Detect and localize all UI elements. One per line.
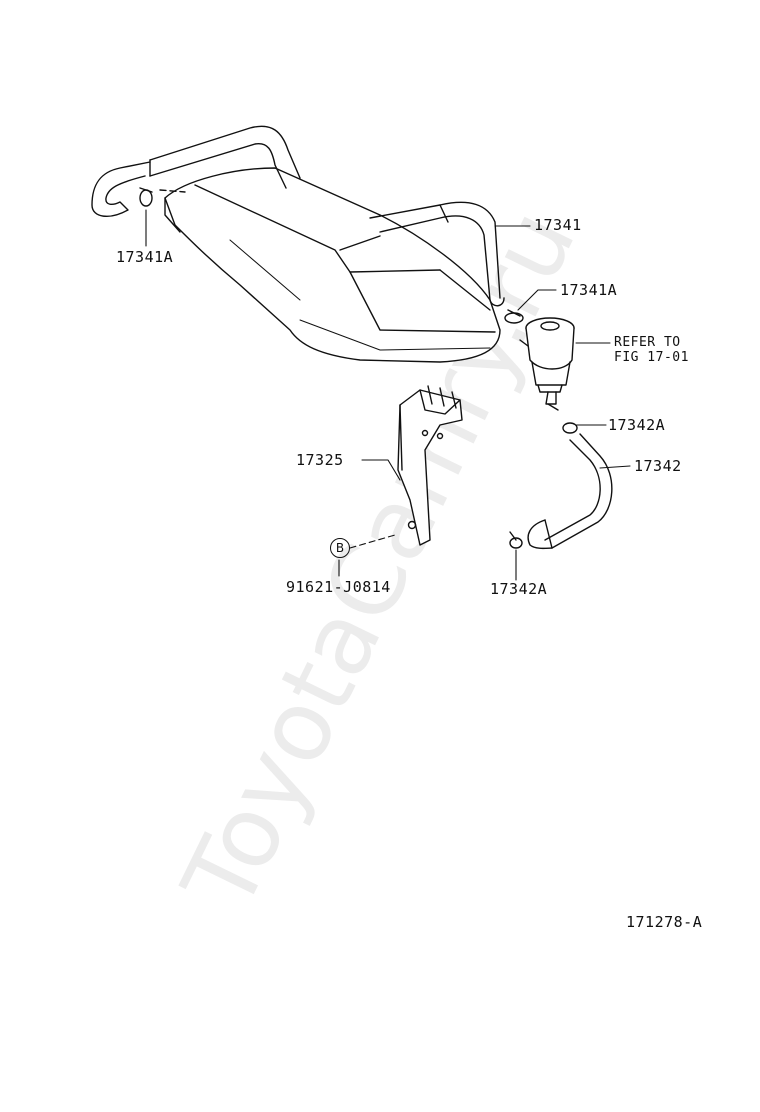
callout-refer-line1: REFER TO bbox=[614, 335, 681, 350]
callout-clip-17342a: 17342A bbox=[608, 416, 666, 434]
callout-hose-17342: 17342 bbox=[634, 457, 682, 475]
bracket-17325 bbox=[397, 385, 463, 546]
callout-refer-line2: FIG 17-01 bbox=[614, 350, 689, 365]
bolt-marker-b: B bbox=[330, 538, 350, 558]
callout-clip-17341a-left: 17341A bbox=[116, 248, 174, 266]
callout-clip-17341a-right: 17341A bbox=[560, 281, 618, 299]
callout-clip-17342a-bottom: 17342A bbox=[490, 580, 548, 598]
callout-bolt: 91621-J0814 bbox=[286, 578, 391, 596]
hose-17341 bbox=[91, 125, 505, 307]
leader-lines bbox=[145, 209, 631, 581]
callout-hose-17341: 17341 bbox=[534, 216, 582, 234]
vacuum-switching-valve bbox=[519, 317, 575, 405]
callout-bracket-17325: 17325 bbox=[296, 451, 344, 469]
clip-17341a-left bbox=[139, 187, 153, 207]
figure-number: 171278-A bbox=[626, 913, 703, 931]
hose-17342 bbox=[527, 403, 613, 550]
charcoal-canister bbox=[164, 167, 501, 363]
clip-17341a-right bbox=[504, 309, 524, 324]
clip-17342a-bottom bbox=[509, 531, 523, 549]
